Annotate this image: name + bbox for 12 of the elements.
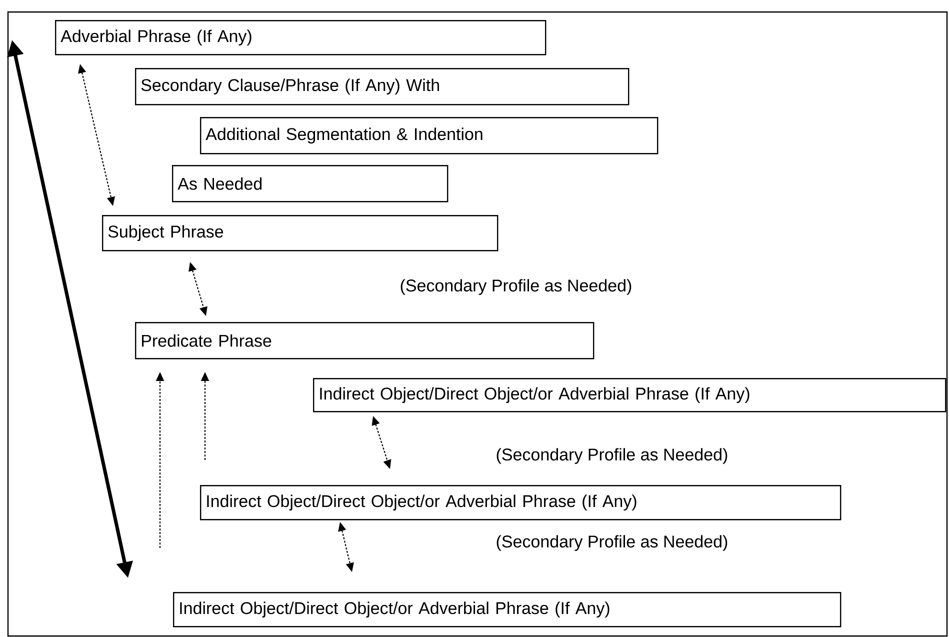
phrase-box: Secondary Clause/Phrase (If Any) With — [135, 68, 630, 106]
phrase-box: Adverbial Phrase (If Any) — [55, 20, 546, 56]
phrase-box: Subject Phrase — [102, 215, 498, 252]
phrase-box: Indirect Object/Direct Object/or Adverbial Phrase (If Any) — [200, 485, 842, 520]
phrase-box: Predicate Phrase — [135, 322, 594, 360]
note-text: (Secondary Profile as Needed) — [496, 448, 728, 464]
phrase-box: Indirect Object/Direct Object/or Adverbial Phrase (If Any) — [173, 592, 842, 628]
note-text: (Secondary Profile as Needed) — [496, 535, 728, 551]
phrase-box: As Needed — [172, 165, 448, 202]
note-text: (Secondary Profile as Needed) — [400, 279, 632, 295]
phrase-box: Indirect Object/Direct Object/or Adverbial Phrase (If Any) — [313, 378, 946, 412]
phrase-box: Additional Segmentation & Indention — [200, 117, 658, 154]
